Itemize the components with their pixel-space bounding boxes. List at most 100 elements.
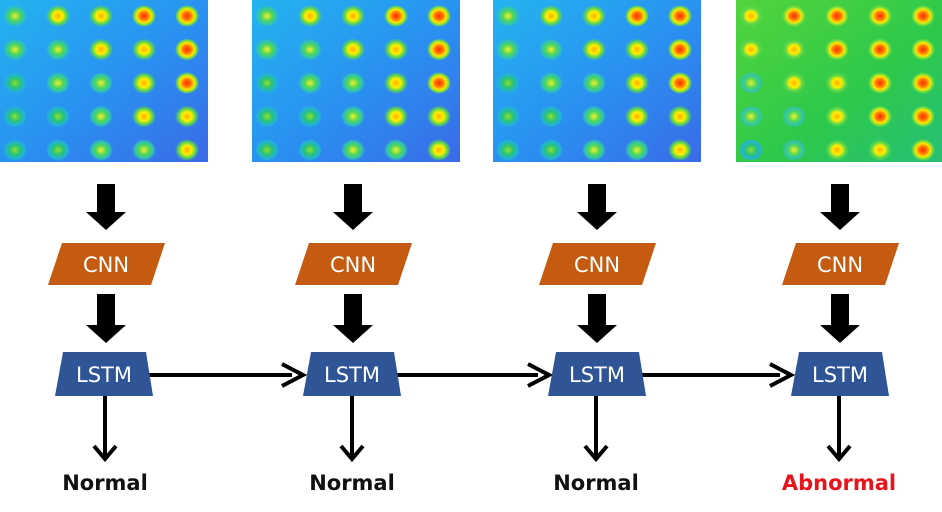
thermal-spot — [782, 38, 806, 61]
thermal-spot — [175, 38, 199, 61]
recurrent-arrowhead-1 — [281, 362, 308, 388]
thermal-spot — [911, 38, 935, 61]
lstm-label: LSTM — [76, 363, 132, 387]
recurrent-connections — [146, 362, 796, 388]
thermal-spot — [868, 38, 892, 61]
cnn-label: CNN — [330, 253, 376, 277]
thermal-spot — [175, 139, 199, 161]
output-label-4: Abnormal — [782, 471, 896, 495]
thermal-spot — [582, 72, 606, 94]
thermal-spot — [89, 72, 113, 94]
down-arrow-to-cnn-2 — [333, 184, 373, 230]
thermal-spot — [782, 139, 806, 161]
down-arrow-to-cnn-3 — [577, 184, 617, 230]
thermal-spot — [89, 38, 113, 61]
down-arrow-to-lstm-3 — [577, 294, 617, 343]
thermal-spot — [868, 139, 892, 161]
thermal-spot — [539, 139, 563, 161]
thermal-spot — [668, 5, 692, 27]
down-arrow-to-lstm-4 — [820, 294, 860, 343]
lstm-label: LSTM — [324, 363, 380, 387]
cnn-block-3: CNN — [539, 243, 656, 285]
thermal-spot — [911, 72, 935, 94]
thermal-spot — [496, 38, 520, 61]
thermal-spot — [625, 38, 649, 61]
thermal-spot — [384, 38, 408, 61]
thermal-spot — [132, 5, 156, 27]
output-arrows — [92, 396, 852, 463]
thermal-spot — [46, 105, 70, 128]
thermal-spot — [739, 5, 763, 27]
thermal-spot — [3, 38, 27, 61]
lstm-block-2: LSTM — [303, 352, 401, 396]
thermal-spot — [496, 72, 520, 94]
thermal-spot — [384, 5, 408, 27]
thermal-spot — [496, 5, 520, 27]
output-arrowhead-2 — [339, 444, 365, 463]
lstm-block-1: LSTM — [55, 352, 153, 396]
thermal-spot — [255, 38, 279, 61]
thermal-spot — [625, 105, 649, 128]
thermal-spot — [46, 5, 70, 27]
down-arrow-to-lstm-1 — [86, 294, 126, 343]
thermal-spot — [625, 139, 649, 161]
cnn-block-4: CNN — [782, 243, 899, 285]
thermal-spot — [539, 5, 563, 27]
thermal-spot — [625, 72, 649, 94]
down-arrow-to-lstm-2 — [333, 294, 373, 343]
block-arrows — [86, 184, 860, 343]
thermal-spot — [868, 72, 892, 94]
output-arrowhead-3 — [583, 444, 609, 463]
cnn-label: CNN — [83, 253, 129, 277]
cnn-blocks: CNN CNN CNN CNN — [48, 243, 899, 285]
output-arrowhead-1 — [92, 444, 118, 463]
down-arrow-to-cnn-4 — [820, 184, 860, 230]
thermal-spot — [539, 105, 563, 128]
thermal-spot — [298, 72, 322, 94]
thermal-spot — [3, 105, 27, 128]
output-arrowhead-4 — [826, 444, 852, 463]
thermal-spot — [341, 105, 365, 128]
thermal-spot — [89, 139, 113, 161]
thermal-spot — [175, 5, 199, 27]
thermal-spot — [427, 38, 451, 61]
thermal-spot — [46, 72, 70, 94]
thermal-spot — [739, 38, 763, 61]
thermal-spot — [46, 139, 70, 161]
thermal-spot — [427, 72, 451, 94]
cnn-label: CNN — [574, 253, 620, 277]
thermal-spot — [825, 105, 849, 128]
thermal-spot — [825, 139, 849, 161]
thermal-spot — [298, 5, 322, 27]
thermal-spot — [782, 5, 806, 27]
thermal-spot — [298, 139, 322, 161]
thermal-spot — [539, 72, 563, 94]
thermal-spot — [427, 105, 451, 128]
thermal-image-sequence — [0, 0, 942, 162]
cnn-label: CNN — [817, 253, 863, 277]
thermal-spot — [625, 5, 649, 27]
thermal-spot — [132, 38, 156, 61]
thermal-spot — [298, 105, 322, 128]
thermal-spot — [341, 72, 365, 94]
thermal-image-3 — [493, 0, 701, 162]
thermal-spot — [132, 139, 156, 161]
thermal-spot — [384, 72, 408, 94]
down-arrow-to-cnn-1 — [86, 184, 126, 230]
thermal-spot — [911, 5, 935, 27]
thermal-spot — [496, 139, 520, 161]
thermal-spot — [911, 139, 935, 161]
lstm-label: LSTM — [569, 363, 625, 387]
thermal-spot — [3, 5, 27, 27]
thermal-image-1 — [0, 0, 208, 162]
thermal-spot — [496, 105, 520, 128]
thermal-spot — [175, 72, 199, 94]
thermal-spot — [739, 105, 763, 128]
lstm-blocks: LSTM LSTM LSTM LSTM — [55, 352, 889, 396]
thermal-spot — [132, 105, 156, 128]
lstm-block-3: LSTM — [548, 352, 646, 396]
thermal-spot — [175, 105, 199, 128]
thermal-spot — [739, 72, 763, 94]
thermal-image-4 — [736, 0, 942, 162]
recurrent-arrowhead-2 — [527, 362, 554, 388]
